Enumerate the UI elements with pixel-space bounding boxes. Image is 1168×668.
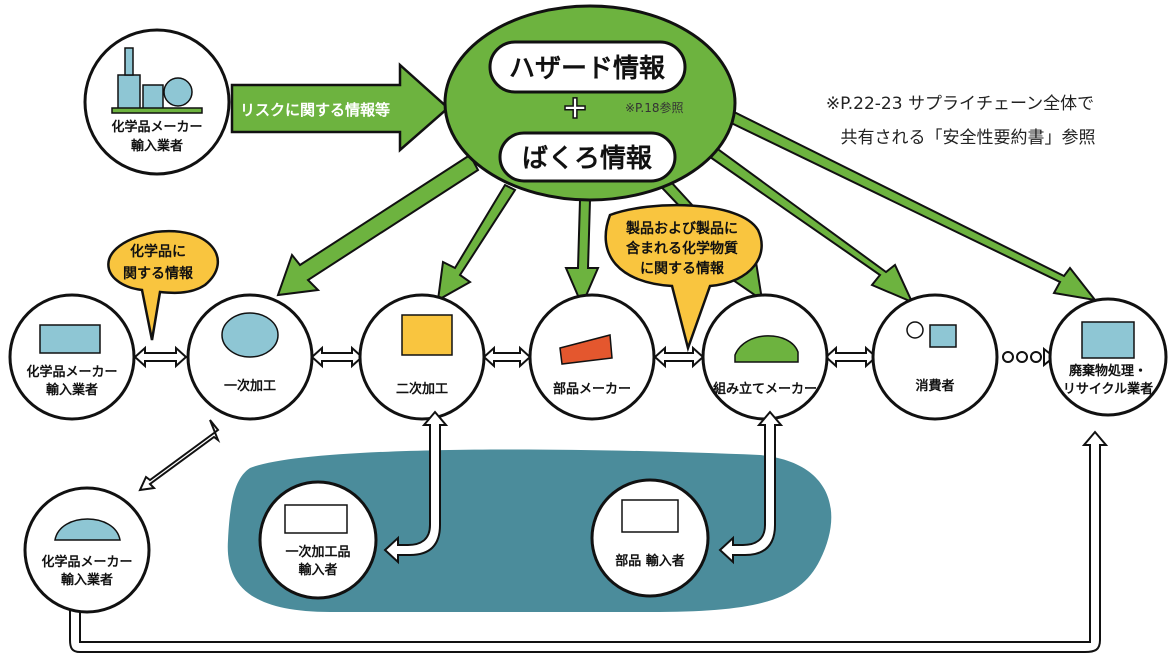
chain-node-label: 一次加工 <box>224 378 276 394</box>
chain-node-secondary: 二次加工 <box>358 293 486 421</box>
hub-arrow-parts <box>564 199 600 308</box>
chain-node-label: 廃棄物処理・ <box>1068 363 1147 379</box>
chain-node-assembly: 組み立てメーカー <box>701 293 829 421</box>
computer-icon <box>929 324 957 348</box>
chain-node-chem-maker: 化学品メーカー 輸入業者 <box>8 293 136 421</box>
chain-node-recycling: 廃棄物処理・ リサイクル業者 <box>1048 297 1168 417</box>
person-icon <box>906 321 924 339</box>
factory-icon <box>111 47 203 114</box>
chain-node-label: 消費者 <box>915 378 954 394</box>
press-machine-icon <box>401 314 453 356</box>
link-5-6 <box>824 345 878 369</box>
link-1-2 <box>133 345 188 369</box>
link-3-4 <box>482 345 532 369</box>
chain-node-label: 化学品メーカー <box>26 364 117 380</box>
top-chem-maker-label-2: 輸入業者 <box>131 138 183 154</box>
top-chem-maker-node: 化学品メーカー 輸入業者 <box>83 28 231 176</box>
chain-node-label: 部品メーカー <box>553 381 631 397</box>
hub-arrow-primary <box>276 153 480 297</box>
lower-node-label: 一次加工品 <box>285 544 350 560</box>
chain-node-label: 輸入業者 <box>46 382 98 398</box>
hub-arrows <box>276 108 1098 308</box>
info-hub: ハザード情報 + ※P.18参照 ばくろ情報 <box>443 4 737 202</box>
product-info-line-3: に関する情報 <box>640 260 725 277</box>
risk-info-arrow: リスクに関する情報等 <box>230 62 450 153</box>
hazard-pill <box>488 40 687 94</box>
safety-summary-note-2: 共有される「安全性要約書」参照 <box>841 128 1096 148</box>
hub-arrow-recycling <box>723 108 1098 302</box>
link-primary-lower-maker <box>138 419 221 492</box>
factory-icon <box>39 324 101 354</box>
plus-sign: + <box>562 88 589 126</box>
warehouse-icon <box>621 499 679 533</box>
product-info-line-2: 含まれる化学物質 <box>626 240 738 257</box>
link-4-5 <box>653 345 705 369</box>
hub-arrow-secondary <box>436 183 517 302</box>
chem-info-line-2: 関する情報 <box>123 265 194 282</box>
chain-node-parts: 部品メーカー <box>528 293 656 421</box>
chem-info-bubble: 化学品に 関する情報 <box>107 229 219 341</box>
parts-icon <box>559 334 613 365</box>
hazard-info-label: ハザード情報 <box>509 54 666 84</box>
exposure-pill <box>498 131 677 183</box>
top-chem-maker-label-1: 化学品メーカー <box>111 119 202 135</box>
risk-info-label: リスクに関する情報等 <box>240 101 390 119</box>
lower-node-label: 部品 輸入者 <box>615 553 685 569</box>
chain-node-label: リサイクル業者 <box>1063 381 1153 397</box>
facility-icon <box>1081 321 1135 359</box>
link-secondary-importer <box>383 410 449 565</box>
product-info-line-1: 製品および製品に <box>625 220 738 237</box>
lower-node-chem-maker: 化学品メーカー 輸入業者 <box>23 486 151 614</box>
lower-node-label: 化学品メーカー <box>41 554 132 570</box>
chain-node-primary: 一次加工 <box>186 293 314 421</box>
chem-info-line-1: 化学品に <box>130 243 186 260</box>
hub-arrow-consumer <box>698 140 914 304</box>
product-info-bubble: 製品および製品に 含まれる化学物質 に関する情報 <box>604 203 763 353</box>
safety-summary-note-1: ※P.22-23 サプライチェーン全体で <box>826 94 1094 114</box>
lower-node-label: 輸入業者 <box>61 572 113 588</box>
p18-reference: ※P.18参照 <box>625 100 684 115</box>
recycling-return-arrow <box>59 430 1109 653</box>
exposure-info-label: ばくろ情報 <box>522 144 653 174</box>
chain-node-label: 二次加工 <box>396 381 448 397</box>
ellipsis-link <box>1002 346 1056 368</box>
link-2-3 <box>310 345 364 369</box>
chain-node-consumer: 消費者 <box>871 293 999 421</box>
lower-node-parts-importer: 部品 輸入者 <box>590 478 710 598</box>
lower-node-primary-importer: 一次加工品 輸入者 <box>258 480 378 600</box>
link-assembly-importer <box>718 410 784 565</box>
chain-node-label: 組み立てメーカー <box>713 381 817 397</box>
factory-icon <box>54 518 121 541</box>
container-icon <box>284 504 348 534</box>
lower-node-label: 輸入者 <box>298 562 337 578</box>
reactor-icon <box>221 312 279 358</box>
car-icon <box>734 335 799 363</box>
